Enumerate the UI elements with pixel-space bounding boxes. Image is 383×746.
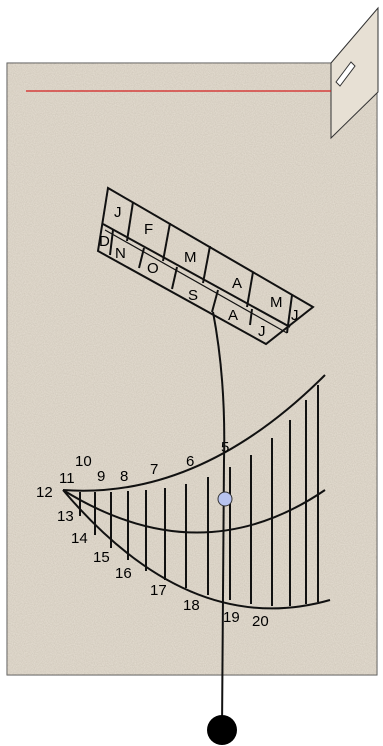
- hour-label: 7: [150, 461, 158, 478]
- hour-label: 12: [36, 484, 53, 501]
- hour-label: 15: [93, 549, 110, 566]
- hour-grid: [62, 374, 331, 610]
- month-cell-dividers: [109, 201, 293, 334]
- month-label: A: [232, 275, 242, 292]
- hour-label: 6: [186, 453, 194, 470]
- middle-curve: [62, 489, 326, 534]
- month-label: S: [188, 287, 198, 304]
- hour-label: 19: [223, 609, 240, 626]
- bead-icon[interactable]: [217, 491, 233, 507]
- plumb-bob-icon[interactable]: [207, 715, 237, 745]
- hour-label: 20: [252, 613, 269, 630]
- month-label: J: [291, 307, 299, 324]
- hour-labels: 5 6 7 8 9 10 11 12 13 14 15 16 17 18 19 …: [36, 439, 269, 630]
- flap-slot: [335, 61, 356, 87]
- month-label: A: [228, 307, 238, 324]
- hour-label: 14: [71, 530, 88, 547]
- hour-lines: [79, 385, 319, 606]
- month-label: J: [258, 323, 266, 340]
- hour-label: 13: [57, 508, 74, 525]
- month-label: D: [99, 233, 110, 250]
- hour-label: 11: [59, 470, 75, 487]
- hour-label: 8: [120, 468, 128, 485]
- card: [6, 62, 378, 676]
- hour-label: 18: [183, 597, 200, 614]
- plumb-thread: [212, 311, 226, 731]
- month-label: O: [147, 260, 159, 277]
- month-label: M: [270, 294, 283, 311]
- card-texture: [7, 63, 377, 675]
- month-scale: [96, 186, 315, 346]
- upper-curve: [62, 374, 326, 492]
- months-upper: J F M A M J: [114, 204, 283, 340]
- hour-label: 16: [115, 565, 132, 582]
- folded-flap-icon[interactable]: [330, 6, 379, 140]
- month-label: J: [114, 204, 122, 221]
- hour-label: 17: [150, 582, 167, 599]
- month-label: N: [115, 245, 126, 262]
- month-label: F: [144, 221, 153, 238]
- hour-label: 9: [97, 468, 105, 485]
- hour-label: 10: [75, 453, 92, 470]
- lower-curve: [62, 489, 331, 610]
- month-label: M: [184, 249, 197, 266]
- months-lower: D N O S A J: [99, 233, 299, 324]
